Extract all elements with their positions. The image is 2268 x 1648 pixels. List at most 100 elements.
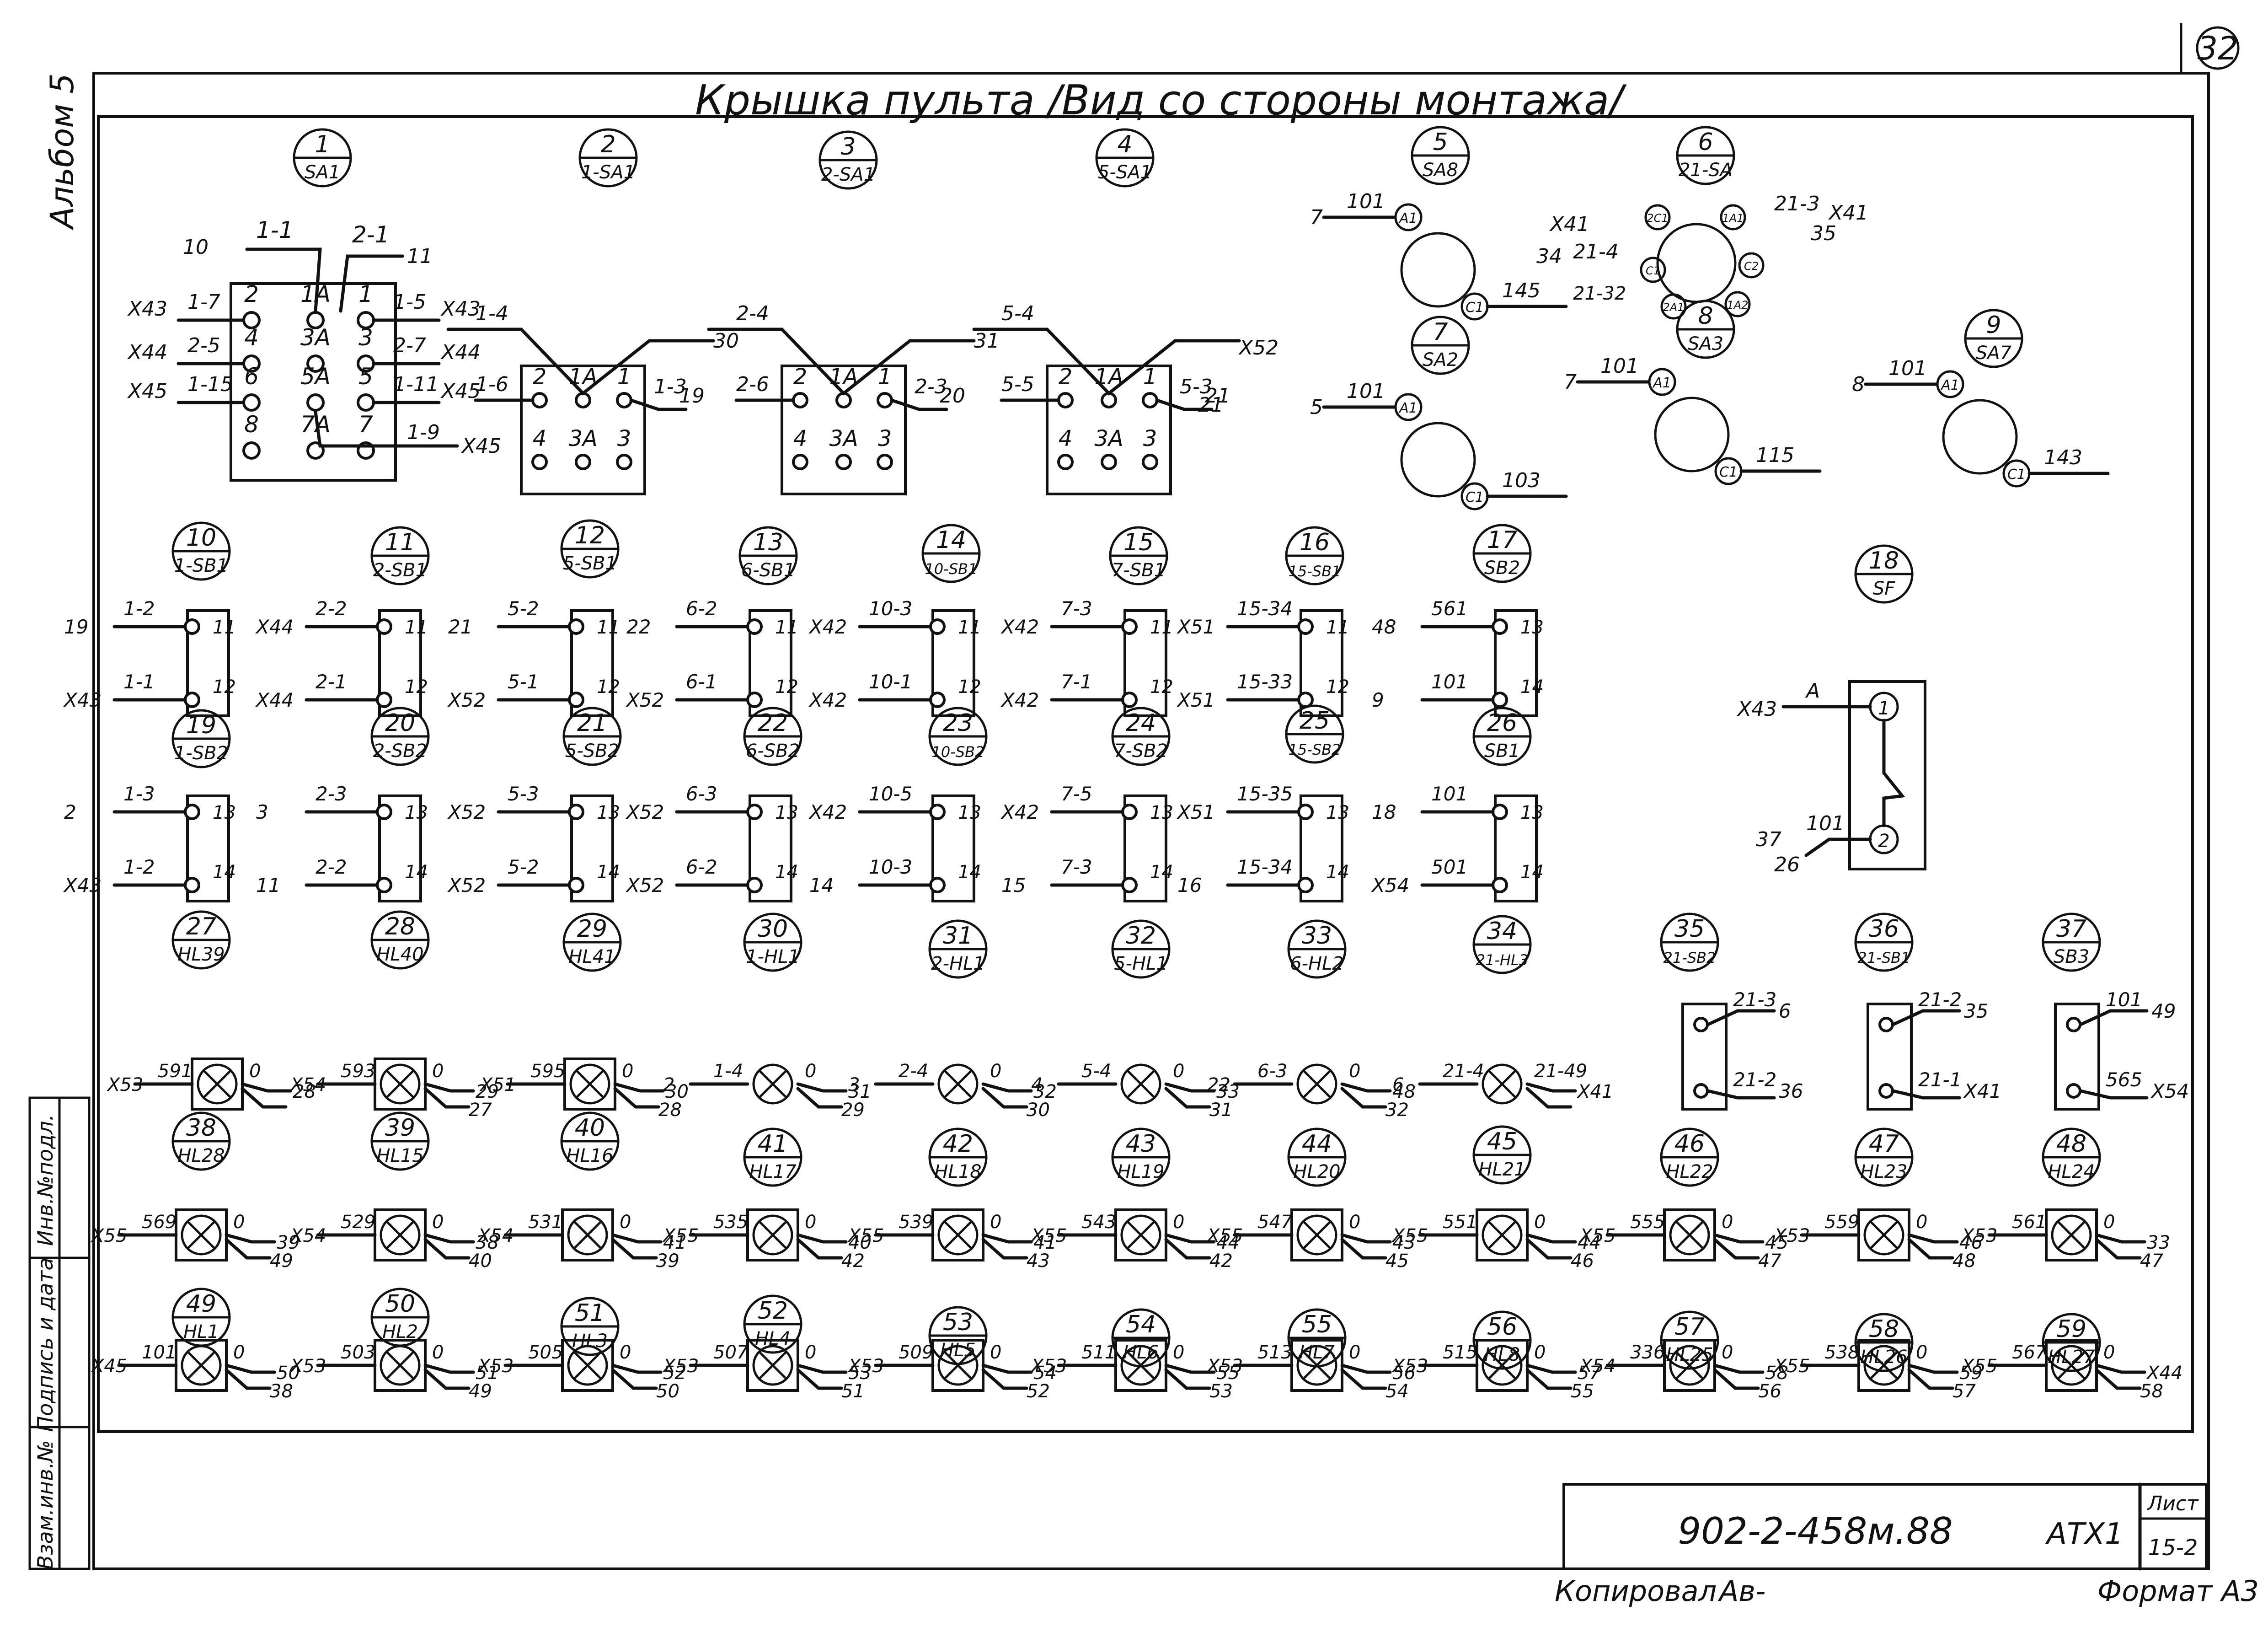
terminal-tag: X43 bbox=[63, 874, 102, 896]
button-contact-top bbox=[184, 804, 200, 820]
wire-number: 101 bbox=[1888, 357, 1927, 380]
wire bbox=[1525, 1363, 1577, 1374]
position-marker-circle bbox=[1964, 309, 2023, 368]
selector-body bbox=[1942, 399, 2018, 475]
wire-number: 101 bbox=[1600, 354, 1639, 378]
lamp-bulb bbox=[1120, 1063, 1161, 1105]
position-marker-circle bbox=[1287, 919, 1347, 979]
wire-number: 55 bbox=[1571, 1381, 1594, 1402]
wire-number: 0 bbox=[1349, 1342, 1360, 1363]
wire-number: 50 bbox=[277, 1363, 300, 1384]
switch-contact bbox=[792, 454, 808, 470]
switch-pin-label: 8 bbox=[244, 411, 259, 438]
button-pin-label: 13 bbox=[597, 802, 620, 823]
wire-number: 2-4 bbox=[736, 302, 769, 325]
button-body bbox=[1300, 609, 1343, 717]
wire bbox=[423, 1233, 475, 1244]
position-marker-circle bbox=[1285, 704, 1344, 764]
terminal-tag: 14 bbox=[809, 874, 834, 896]
position-marker-circle bbox=[1285, 526, 1344, 585]
position-marker-circle bbox=[560, 1297, 620, 1356]
wire-number: 57 bbox=[1578, 1363, 1601, 1384]
wire bbox=[241, 1082, 292, 1093]
wire-number: 529 bbox=[341, 1212, 375, 1233]
wire-number: 21-2 bbox=[1918, 988, 1962, 1011]
position-marker-10: 101-SB1 bbox=[171, 521, 231, 581]
switch-body bbox=[781, 365, 907, 495]
wire-number: 27 bbox=[469, 1100, 492, 1121]
terminal-tag: X55 bbox=[1773, 1356, 1810, 1377]
wire bbox=[981, 1368, 1028, 1390]
wire-number: 49 bbox=[469, 1381, 492, 1402]
position-marker-circle bbox=[370, 526, 430, 585]
switch-contact bbox=[531, 392, 548, 408]
position-marker-circle bbox=[171, 521, 231, 581]
position-marker-20: 202-SB2 bbox=[370, 707, 430, 766]
device-reference: 5-SB1 bbox=[563, 553, 617, 574]
terminal-tag: X52 bbox=[447, 801, 486, 823]
wire-number: 53 bbox=[848, 1363, 872, 1384]
wire bbox=[423, 1363, 475, 1374]
lamp-cross bbox=[385, 1220, 415, 1250]
wire-number: 565 bbox=[2106, 1068, 2142, 1091]
position-marker-circle bbox=[1854, 1313, 1914, 1372]
position-marker-circle bbox=[1660, 1127, 1719, 1187]
lamp-cross bbox=[573, 1351, 602, 1380]
wire-number: 539 bbox=[899, 1212, 933, 1233]
selector-body bbox=[1400, 232, 1476, 308]
terminal-tag: 3 bbox=[256, 801, 268, 823]
device-reference: SB1 bbox=[1484, 741, 1520, 762]
terminal-tag: X51 bbox=[1177, 801, 1215, 823]
lamp-bulb bbox=[1120, 1214, 1161, 1256]
drawing-designation: 902-2-458м.88 bbox=[1678, 1510, 1953, 1552]
lamp-cross bbox=[943, 1069, 973, 1099]
wire bbox=[2095, 1233, 2146, 1244]
button-pin-label: 13 bbox=[405, 802, 428, 823]
wire bbox=[423, 1082, 475, 1093]
wire-number: 5 bbox=[1310, 396, 1323, 419]
wire bbox=[1155, 398, 1214, 411]
button-contact-top bbox=[1121, 618, 1138, 635]
wire-number: 2-7 bbox=[393, 334, 426, 357]
position-marker-circle bbox=[1676, 126, 1735, 185]
wire-number: 0 bbox=[1173, 1212, 1184, 1233]
switch-contact bbox=[877, 392, 893, 408]
position-number: 41 bbox=[758, 1130, 788, 1158]
button-contact-top bbox=[184, 618, 200, 635]
button-pin-label: 12 bbox=[597, 676, 620, 698]
wire-number: 1-2 bbox=[123, 856, 155, 878]
wire-number: 0 bbox=[1534, 1342, 1546, 1363]
wire bbox=[796, 1363, 848, 1374]
terminal-tag: 4 bbox=[1031, 1074, 1043, 1095]
button-contact-top bbox=[568, 618, 584, 635]
switch-contact bbox=[877, 454, 893, 470]
wire-number: 10-3 bbox=[869, 856, 912, 878]
wire bbox=[1907, 1238, 1954, 1260]
button-contact-top bbox=[1121, 804, 1138, 820]
position-marker-circle bbox=[2042, 913, 2101, 972]
device-reference: SB3 bbox=[2054, 946, 2089, 967]
wire-number: 0 bbox=[1173, 1342, 1184, 1363]
wire bbox=[314, 410, 459, 448]
button-contact-bottom bbox=[568, 877, 584, 893]
terminal-tag: 2 bbox=[663, 1074, 674, 1095]
device-reference: 21-HL3 bbox=[1476, 951, 1529, 969]
switch-contact bbox=[1142, 454, 1158, 470]
contact-label: 1A1 bbox=[1722, 212, 1744, 225]
position-marker-19: 191-SB2 bbox=[171, 709, 231, 768]
wire bbox=[613, 1082, 665, 1093]
lamp-cross bbox=[385, 1069, 415, 1099]
wire-number: 595 bbox=[530, 1061, 565, 1082]
lamp-cross bbox=[2057, 1220, 2086, 1250]
terminal-tag: X43 bbox=[63, 689, 102, 711]
wire-number: 0 bbox=[805, 1061, 816, 1082]
button-contact-top bbox=[568, 804, 584, 820]
contact bbox=[1644, 204, 1671, 231]
